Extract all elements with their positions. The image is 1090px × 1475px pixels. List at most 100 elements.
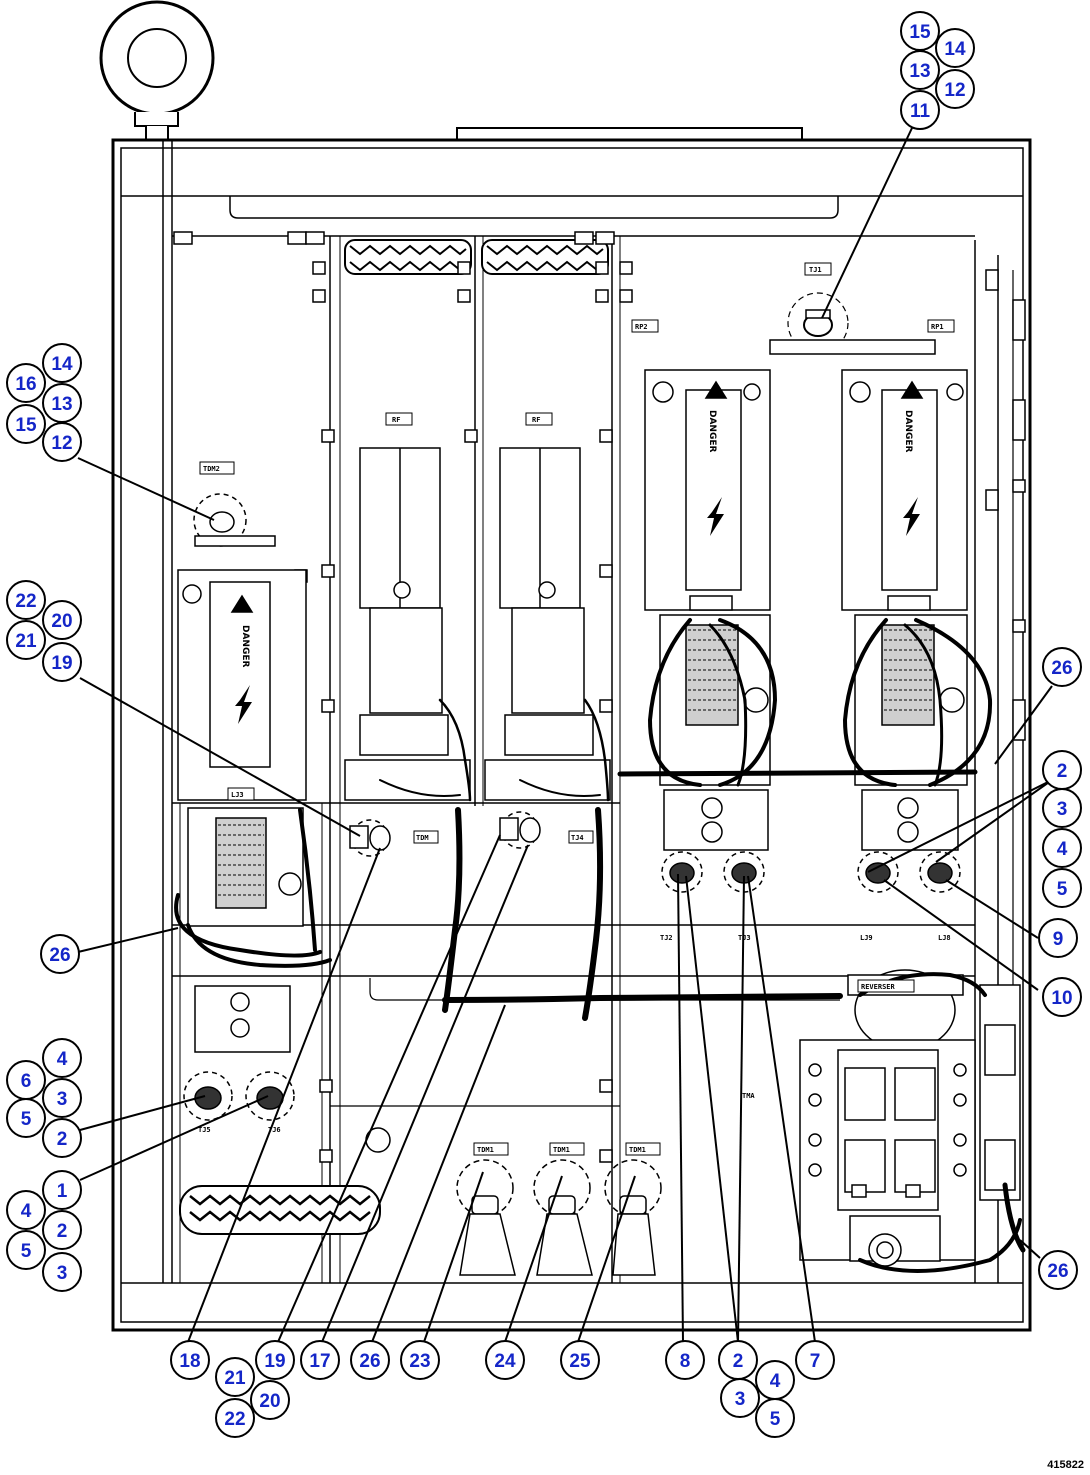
callout-c-l-26: 26 [40,934,80,974]
callout-bubble [935,69,975,109]
callout-number: 3 [1057,799,1068,820]
callout-number: 2 [733,1351,744,1372]
callout-number: 22 [224,1409,245,1430]
plate-tdm1-c: TDM1 [625,1142,661,1156]
svg-text:RF: RF [532,416,540,424]
callout-bubble [900,50,940,90]
terminal-tj1 [769,292,936,355]
callout-bubble [170,1340,210,1380]
callout-bubble [6,404,46,444]
vent-grille-top [344,239,609,275]
callout-number: 2 [57,1129,68,1150]
vent-grille-bottom [179,1185,381,1235]
callout-c-r-4: 4 [1042,828,1082,868]
callout-c-l2-21: 21 [6,620,46,660]
callout-bubble [42,642,82,682]
callout-number: 1 [57,1181,68,1202]
svg-text:RP1: RP1 [931,323,944,331]
callout-bubble [6,620,46,660]
svg-text:TDM: TDM [416,834,429,842]
callout-number: 22 [15,591,36,612]
svg-text:LJ8: LJ8 [938,934,951,942]
plate-tj5: TJ5 [198,1126,211,1134]
callout-number: 19 [51,653,72,674]
svg-text:TJ3: TJ3 [738,934,751,942]
callout-number: 4 [1057,839,1068,860]
callout-bubble [42,1118,82,1158]
callout-bubble [42,1038,82,1078]
callout-number: 23 [409,1351,430,1372]
callout-number: 15 [909,22,931,43]
callout-number: 4 [57,1049,68,1070]
callout-bubble [665,1340,705,1380]
svg-text:TDM1: TDM1 [477,1146,494,1154]
callout-c-l4-1: 1 [42,1170,82,1210]
callout-c-b-19: 19 [255,1340,295,1380]
callout-number: 5 [770,1409,781,1430]
callout-number: 3 [735,1389,746,1410]
callout-c-r-10: 10 [1042,977,1082,1017]
power-module-rp2 [644,369,771,851]
callout-c-l2-20: 20 [42,600,82,640]
callout-c-tr-15: 15 [900,11,940,51]
callout-number: 24 [494,1351,516,1372]
callout-bubble [215,1398,255,1438]
callout-number: 8 [680,1351,691,1372]
callout-bubble [42,1078,82,1118]
plate-tma: TMA [742,1092,755,1100]
plate-tj2: TJ2 [660,934,673,942]
callout-c-b-20: 20 [250,1380,290,1420]
callout-c-l2-19: 19 [42,642,82,682]
callout-bubble [42,343,82,383]
callout-bubble [400,1340,440,1380]
callout-c-r-2: 2 [1042,750,1082,790]
callout-c-r-3: 3 [1042,788,1082,828]
component-plates: TJ1 RP2 RP1 RF RF TDM2 LJ3 TDM TJ4 TJ2 T… [198,262,955,1156]
callout-c-r-5: 5 [1042,868,1082,908]
callout-number: 2 [1057,761,1068,782]
callout-c-l3-2: 2 [42,1118,82,1158]
callout-bubble [250,1380,290,1420]
callout-number: 13 [909,61,930,82]
callout-c-l4-3: 3 [42,1252,82,1292]
callout-bubble [6,1190,46,1230]
callout-bubble [300,1340,340,1380]
callout-number: 20 [259,1391,280,1412]
callout-c-b-22: 22 [215,1398,255,1438]
callout-bubble [42,600,82,640]
callout-c-l1-16: 16 [6,363,46,403]
callout-c-l3-6: 6 [6,1060,46,1100]
plate-tdm2: TDM2 [199,461,235,475]
callout-bubble [795,1340,835,1380]
svg-text:TDM1: TDM1 [629,1146,646,1154]
power-module-left [177,493,307,1053]
danger-label-rp1: DANGER [903,410,913,453]
callout-c-b-2: 2 [718,1340,758,1380]
callout-c-b-25: 25 [560,1340,600,1380]
plate-rf-right: RF [525,412,553,426]
callout-c-b-24: 24 [485,1340,525,1380]
callout-bubble [40,934,80,974]
plate-tj4: TJ4 [568,830,594,844]
callout-number: 10 [1051,988,1072,1009]
plate-lj8: LJ8 [938,934,951,942]
danger-label-left: DANGER [240,625,250,668]
callout-c-b-8: 8 [665,1340,705,1380]
callout-number: 11 [910,101,931,122]
svg-text:RP2: RP2 [635,323,648,331]
callout-c-l4-2: 2 [42,1210,82,1250]
leader-lines [77,127,1053,1343]
callout-c-l4-4: 4 [6,1190,46,1230]
plate-reverser: REVERSER [857,979,915,993]
callout-bubble [1042,868,1082,908]
callout-number: 26 [1051,658,1072,679]
plate-rf-left: RF [385,412,413,426]
danger-labels: DANGER DANGER DANGER [240,410,913,668]
svg-text:RF: RF [392,416,400,424]
callout-c-r-9: 9 [1038,918,1078,958]
svg-text:LJ9: LJ9 [860,934,873,942]
callout-bubble [215,1357,255,1397]
callout-number: 26 [49,945,70,966]
callout-number: 26 [1047,1261,1068,1282]
callout-number: 15 [15,415,37,436]
